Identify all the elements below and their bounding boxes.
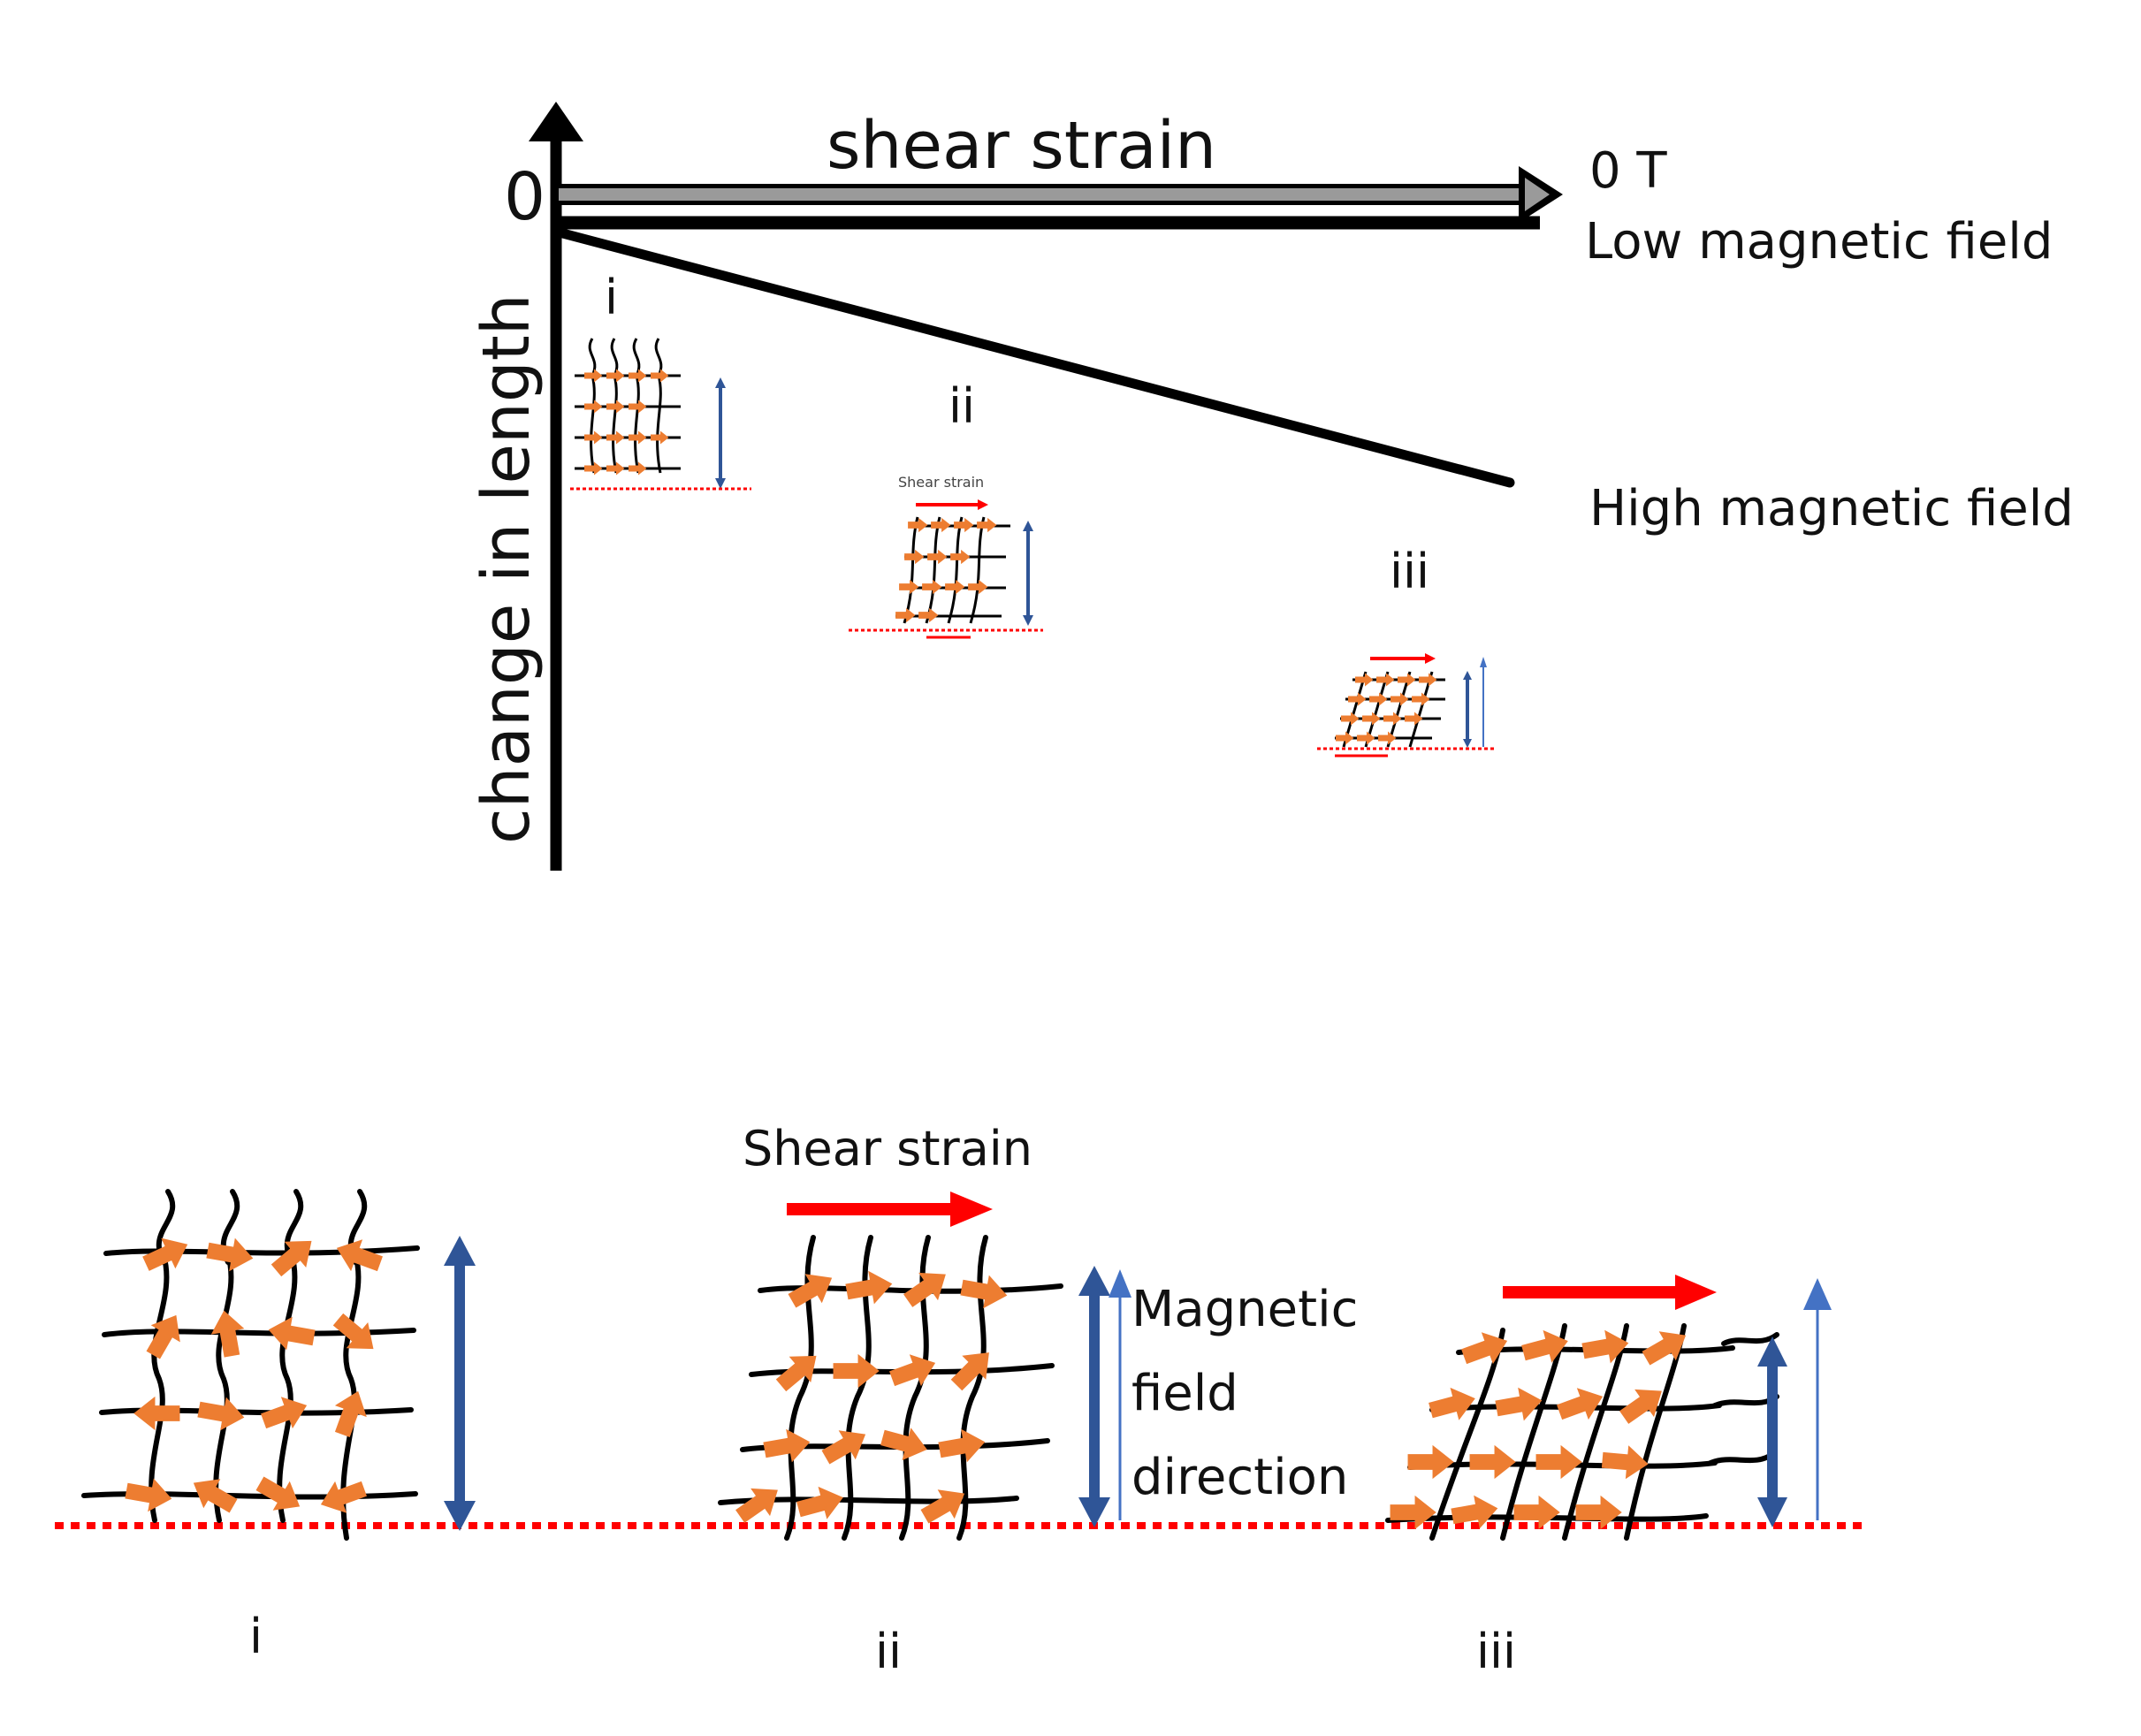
label-low-field: Low magnetic field (1585, 213, 2053, 270)
label-high-field: High magnetic field (1589, 480, 2074, 537)
panel-i (81, 1189, 476, 1541)
thumbnail-ii: Shear strain (849, 474, 1043, 639)
thumbnail-ii-caption: Shear strain (898, 474, 984, 491)
x-axis-label: shear strain (827, 108, 1216, 184)
line-0T (555, 166, 1563, 223)
panel-label-ii: ii (875, 1624, 902, 1679)
plot-point-label-ii: ii (949, 378, 975, 434)
y-axis-label: change in length (469, 293, 545, 844)
panel-ii: Shear strain (718, 1121, 1358, 1541)
plot-axes (529, 102, 583, 871)
shear-label: Shear strain (743, 1121, 1032, 1176)
plot-point-label-i: i (605, 270, 618, 325)
field-label-line-2: field (1131, 1365, 1238, 1422)
field-label-line-3: direction (1131, 1449, 1348, 1506)
y-axis-arrowhead (529, 102, 583, 141)
panel-label-i: i (249, 1609, 263, 1664)
label-0T: 0 T (1589, 142, 1667, 200)
plot-point-label-iii: iii (1390, 544, 1429, 599)
field-label-line-1: Magnetic (1131, 1281, 1358, 1338)
thumbnail-iii (1317, 653, 1494, 758)
origin-label: 0 (504, 159, 545, 235)
panel-label-iii: iii (1476, 1624, 1516, 1679)
thumbnail-i (570, 338, 751, 491)
line-high-field (551, 226, 1515, 488)
panel-iii (1385, 1275, 1832, 1541)
